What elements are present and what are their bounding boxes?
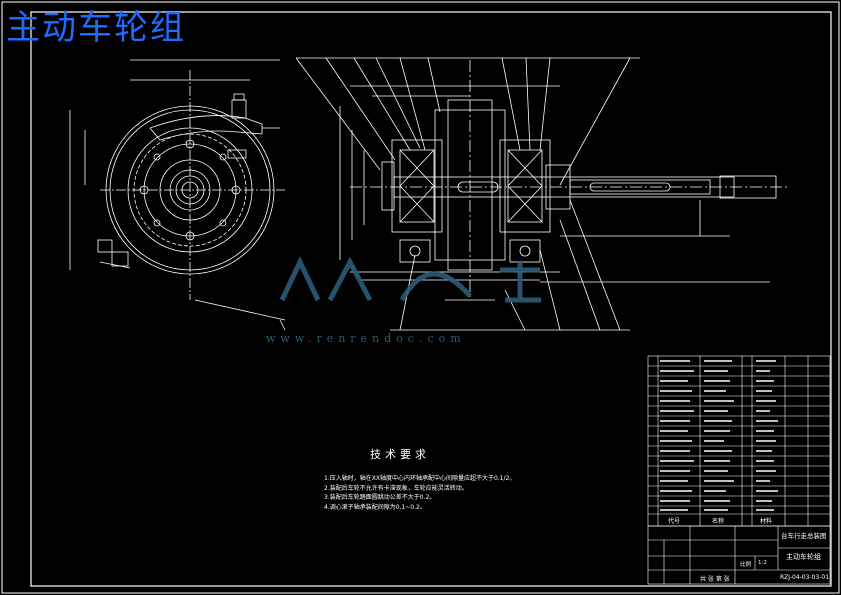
project-name: 台车行走总装图 [781,532,827,540]
tech-requirement-item: 2.装配后车轮不允许有卡滞现象，车轮应能灵活转动。 [324,484,468,492]
title-block [647,525,831,585]
tech-requirements-list: 1.压入轴时，轴在XX轴度中心内环轴承配中心间隙量应超不大于0.1/2。 2.装… [324,474,554,512]
wheel-section-view [295,57,790,331]
drawing-name: 主动车轮组 [786,553,821,561]
bom-header-name: 名称 [712,518,725,525]
scale-label: 比例 [740,562,752,568]
tech-requirement-item: 3.装配后车轮踏面圆跳动公差不大于0.2。 [324,494,436,501]
bom-table [647,355,831,527]
tech-requirement-item: 4.调心滚子轴承装配间隙为0.1~0.2。 [324,503,426,511]
watermark-logo [279,256,541,303]
scale-ratio: 1:2 [758,560,767,566]
bom-header-material: 材料 [760,518,773,525]
inner-frame [30,11,832,587]
tech-requirements-title: 技术要求 [370,448,430,461]
page-title: 主动车轮组 [6,8,186,48]
tech-requirement-item: 1.压入轴时，轴在XX轴度中心内环轴承配中心间隙量应超不大于0.1/2。 [324,475,516,482]
bom-header-code: 代号 [668,518,681,525]
sheet-label: 共 张 第 张 [700,576,730,583]
wheel-end-view [69,59,286,331]
drawing-number: RZJ-04-03-03-01 [780,574,830,581]
watermark-url: www.renrendoc.com [266,332,466,345]
